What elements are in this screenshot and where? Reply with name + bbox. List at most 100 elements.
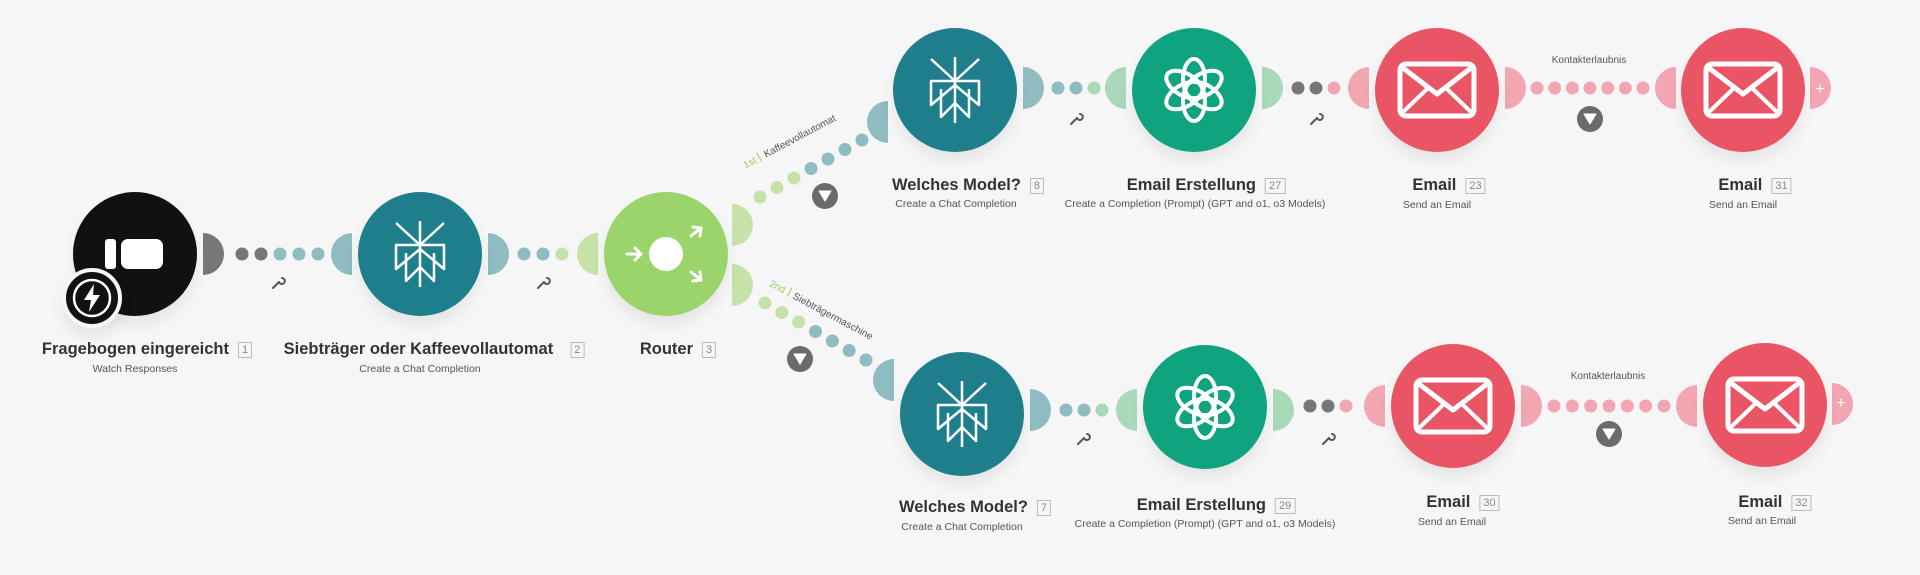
connector-handle [203,233,224,275]
module-number-badge: 32 [1791,494,1812,511]
connector-dot [1565,399,1579,413]
module-openai-bottom[interactable] [1143,345,1267,469]
envelope-icon [1397,61,1477,119]
perplexity-icon [394,221,446,287]
module-email-bottom-1[interactable] [1391,344,1515,468]
wrench-icon[interactable] [1068,110,1084,126]
module-subtitle: Send an Email [1417,516,1487,528]
filter-button[interactable] [812,183,838,209]
filter-button[interactable] [1596,421,1622,447]
link-label-bottom[interactable]: Kontakterlaubnis [1570,371,1646,382]
module-email-top-1[interactable] [1375,28,1499,152]
filter-icon [793,353,807,365]
module-title: Welches Model?7 [899,498,1052,517]
link-label-top[interactable]: Kontakterlaubnis [1551,55,1627,66]
module-email-top-2[interactable] [1681,28,1805,152]
module-number-badge: 30 [1479,494,1500,511]
router-icon [625,225,703,283]
connector-dot [1321,399,1335,413]
module-perplexity-bottom[interactable] [900,352,1024,476]
connector-handle [732,204,753,246]
filter-icon [818,190,832,202]
connector-dot [1565,81,1579,95]
connector-dot [235,247,249,261]
connector-handle [1505,67,1526,109]
connector-dot [1601,81,1615,95]
connector-handle [577,233,598,275]
connector-handle [867,101,888,143]
module-subtitle: Create a Chat Completion [359,363,481,375]
connector-dot [517,247,531,261]
module-perplexity-1[interactable] [358,192,482,316]
module-router[interactable] [604,192,728,316]
connector-handle [1273,389,1294,431]
connector-handle [1116,389,1137,431]
connector-dot [838,143,852,156]
connector-dot [821,152,835,166]
connector-dot [1339,399,1353,413]
envelope-icon [1413,377,1493,435]
connector-handle [1655,67,1676,109]
connector-dot [1548,81,1562,95]
lightning-icon [72,278,112,318]
connector-dot [855,133,869,147]
module-number-badge: 3 [702,341,717,358]
connector-dot [825,334,839,348]
connector-dot [311,247,325,261]
module-openai-top[interactable] [1132,28,1256,152]
module-number-badge: 8 [1029,177,1045,194]
connector-handle [732,264,753,306]
connector-dot [1602,399,1616,413]
connector-handle [873,359,894,401]
connector-dot [1087,81,1101,95]
connector-handle [488,233,509,275]
filter-button[interactable] [1577,106,1603,132]
connector-dot [1327,81,1341,95]
module-number-badge: 1 [237,341,253,358]
connector-dot [1620,399,1634,413]
add-module-button-bottom[interactable]: + [1836,395,1846,412]
module-perplexity-top[interactable] [893,28,1017,152]
tally-icon [105,239,163,269]
add-module-button-top[interactable]: + [1815,81,1825,98]
connector-dot [1095,403,1109,417]
connector-handle [1030,389,1051,431]
connector-dot [804,162,818,175]
connector-handle [1832,383,1853,425]
connector-dot [536,247,550,261]
wrench-icon[interactable] [270,274,286,290]
connector-dot [292,247,306,261]
module-title: Welches Model?8 [892,176,1045,195]
wrench-icon[interactable] [535,274,551,290]
wrench-icon[interactable] [1308,110,1324,126]
module-number-badge: 7 [1036,499,1052,516]
connector-dot [792,315,806,329]
connector-dot [758,296,772,310]
filter-button[interactable] [787,346,813,372]
module-number-badge: 2 [570,341,585,358]
wrench-icon[interactable] [1075,430,1091,446]
connector-dot [1530,81,1544,95]
openai-icon [1164,57,1224,123]
connector-dot [753,190,767,204]
module-number-badge: 29 [1275,497,1296,514]
module-email-bottom-2[interactable] [1703,343,1827,467]
module-number-badge: 31 [1771,177,1792,194]
connector-dot [1547,399,1561,413]
connector-dot [1639,399,1653,413]
connector-dot [1636,81,1650,95]
filter-icon [1583,113,1597,125]
module-subtitle: Watch Responses [92,363,178,375]
connector-dot [1051,81,1065,95]
module-subtitle: Send an Email [1727,515,1797,527]
connector-dot [809,325,822,338]
wrench-icon[interactable] [1320,430,1336,446]
